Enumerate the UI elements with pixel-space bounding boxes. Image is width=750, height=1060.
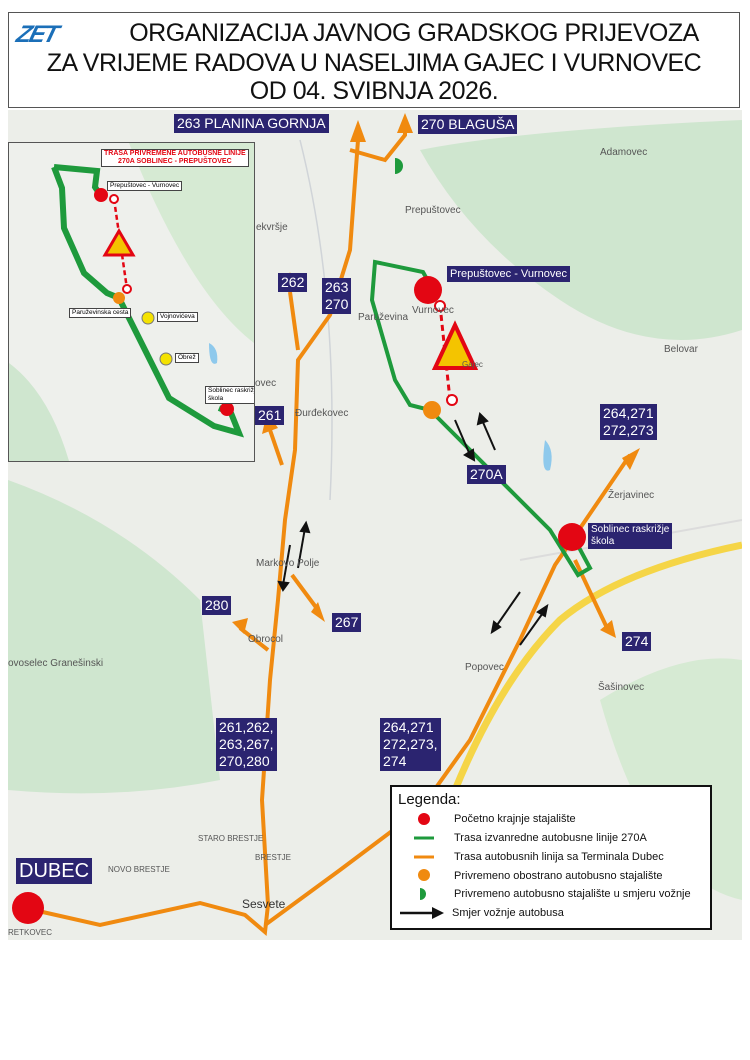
- inset-stop-label: Paruževinska cesta: [69, 308, 132, 318]
- title-line-2: ZA VRIJEME RADOVA U NASELJIMA GAJEC I VU…: [46, 49, 702, 77]
- place-label: Đurđekovec: [295, 408, 349, 419]
- title-line-3: OD 04. SVIBNJA 2026.: [249, 77, 499, 105]
- inset-title: TRASA PRIVREMENE AUTOBUSNE LINIJE 270A S…: [101, 149, 249, 167]
- legend-item: Trasa izvanredne autobusne linije 270A: [454, 832, 647, 844]
- place-label: Popovec: [465, 662, 504, 673]
- terminal-stop-prepustovec: [414, 276, 442, 304]
- stop-label-soblinec: Soblinec raskrižje škola: [588, 523, 673, 549]
- legend-symbols: [400, 813, 444, 919]
- place-label: Sesvete: [242, 897, 286, 911]
- legend-item: Privremeno autobusno stajalište u smjeru…: [454, 888, 691, 900]
- route-270a: [369, 259, 593, 578]
- line-label-263-270: 263 270: [322, 278, 352, 314]
- temp-stop: [423, 401, 441, 419]
- line-label-270a: 270A: [467, 465, 506, 484]
- place-label: Paruževina: [358, 312, 409, 323]
- legend-item: Smjer vožnje autobusa: [452, 907, 564, 919]
- place-label: STARO BRESTJE: [198, 834, 264, 843]
- legend-item: Privremeno obostrano autobusno stajališt…: [454, 870, 663, 882]
- terminal-stop-dubec: [12, 892, 44, 924]
- line-label-274: 274: [622, 632, 652, 651]
- line-label-267: 267: [332, 613, 362, 632]
- line-label-trunk-west: 261,262, 263,267, 270,280: [216, 718, 277, 771]
- inset-map: TRASA PRIVREMENE AUTOBUSNE LINIJE 270A S…: [8, 142, 255, 462]
- place-label: Adamovec: [600, 147, 648, 158]
- title-line-1: ORGANIZACIJA JAVNOG GRADSKOG PRIJEVOZA: [129, 19, 699, 47]
- line-label-trunk-east: 264,271 272,273, 274: [380, 718, 441, 771]
- red-dot-icon: [418, 813, 430, 825]
- roadworks-sign: [431, 320, 479, 370]
- place-label: Prepuštovec: [405, 205, 461, 216]
- title-banner: ZET ORGANIZACIJA JAVNOG GRADSKOG PRIJEVO…: [8, 12, 740, 108]
- place-label: BRESTJE: [255, 853, 292, 862]
- line-label-263: 263 PLANINA GORNJA: [174, 114, 329, 133]
- orange-dot-icon: [418, 869, 430, 881]
- place-label: ovec: [255, 378, 277, 389]
- half-circle-icon: [420, 888, 426, 900]
- legend-title: Legenda:: [398, 791, 461, 808]
- place-label: ovoselec Granešinski: [8, 658, 104, 669]
- place-label: ekvršje: [256, 222, 288, 233]
- place-label: Markovo Polje: [256, 558, 320, 569]
- legend-item: Trasa autobusnih linija sa Terminala Dub…: [454, 851, 664, 863]
- legend-item: Početno krajnje stajalište: [454, 813, 576, 825]
- line-label-264-273: 264,271 272,273: [600, 404, 657, 440]
- legend: Legenda: Početno krajnje stajalište Tras…: [390, 785, 712, 930]
- direction-arrows: [277, 411, 549, 646]
- line-label-280: 280: [202, 596, 232, 615]
- place-label: NOVO BRESTJE: [108, 865, 170, 874]
- inset-stop-label: Soblinec raskrižje škola: [205, 386, 254, 404]
- terminal-label-dubec: DUBEC: [16, 858, 93, 884]
- place-label: Gajec: [462, 360, 483, 369]
- route-dubec-lines: [24, 120, 632, 936]
- place-label: Obrocol: [248, 634, 284, 645]
- line-label-261: 261: [255, 406, 285, 425]
- line-label-262: 262: [278, 273, 308, 292]
- inset-stop-label: Vojnovićeva: [157, 312, 198, 322]
- stop-label-prepustovec: Prepuštovec - Vurnovec: [447, 266, 570, 282]
- line-label-270: 270 BLAGUŠA: [418, 115, 518, 134]
- highway: [451, 541, 742, 792]
- directional-stop: [395, 158, 403, 174]
- place-label: Vurnovec: [412, 305, 454, 316]
- place-label: Belovar: [664, 344, 698, 355]
- inset-stop-label: Prepuštovec - Vurnovec: [107, 181, 183, 191]
- terminal-stop-soblinec: [558, 523, 586, 551]
- place-label: Šašinovec: [598, 682, 645, 693]
- place-label: Žerjavinec: [608, 490, 655, 501]
- inset-stop-label: Obrež: [175, 353, 199, 363]
- place-label: RETKOVEC: [8, 928, 53, 937]
